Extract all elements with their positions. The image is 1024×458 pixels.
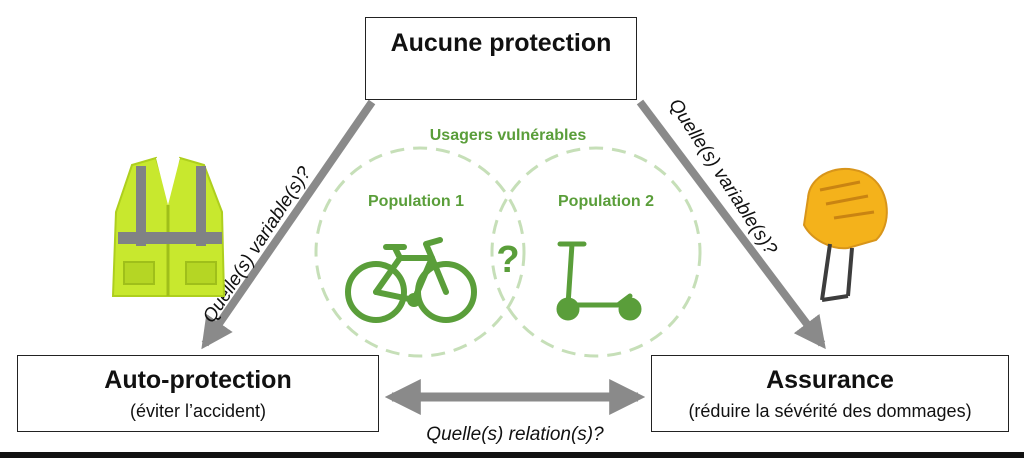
bottom-border: [0, 452, 1024, 458]
population-2-label: Population 2: [558, 193, 654, 210]
node-assurance: Assurance (réduire la sévérité des domma…: [651, 355, 1009, 432]
venn-question-mark: ?: [496, 239, 519, 281]
venn-title: Usagers vulnérables: [430, 127, 587, 144]
node-subtitle: (réduire la sévérité des dommages): [688, 400, 972, 421]
bike-helmet-icon: [802, 168, 888, 302]
node-title: Assurance: [766, 365, 894, 394]
edge-label-right: Quelle(s) variable(s)?: [664, 95, 781, 259]
population-1-label: Population 1: [368, 193, 464, 210]
node-auto-protection: Auto-protection (éviter l’accident): [17, 355, 379, 432]
arrow-top-to-right: [636, 99, 826, 350]
node-title: Auto-protection: [104, 365, 292, 394]
node-title: Aucune protection: [390, 29, 612, 57]
arrow-top-to-left: [201, 99, 376, 350]
venn-circle-population-2: [490, 146, 702, 358]
edge-label-bottom: Quelle(s) relation(s)?: [426, 424, 604, 445]
node-aucune-protection: Aucune protection: [365, 17, 637, 100]
bicycle-icon: [345, 237, 477, 323]
venn-circle-population-1: [314, 146, 526, 358]
safety-vest-icon: [111, 156, 226, 297]
node-subtitle: (éviter l’accident): [129, 400, 267, 421]
kick-scooter-icon: [556, 241, 642, 321]
